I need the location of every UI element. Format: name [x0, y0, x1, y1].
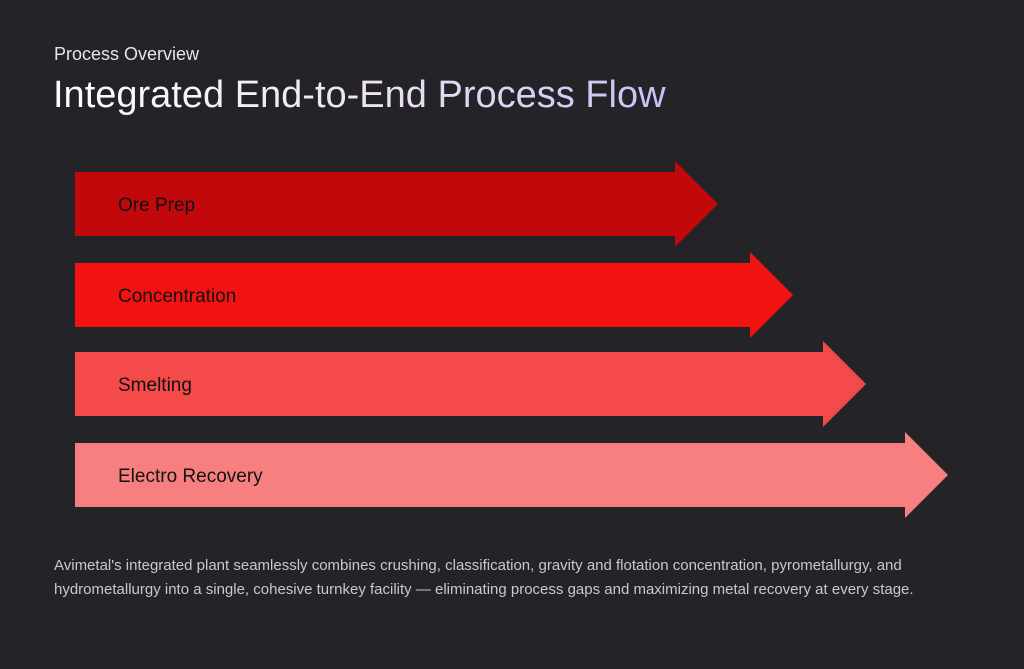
step-label: Electro Recovery: [118, 466, 263, 487]
step-label: Smelting: [118, 375, 192, 396]
process-step-smelting: Smelting: [75, 341, 866, 427]
process-step-concentration: Concentration: [75, 252, 793, 338]
arrow-shape: [75, 252, 793, 338]
page-title: Integrated End-to-End Process Flow: [53, 74, 666, 116]
arrow-shape: [75, 341, 866, 427]
step-label: Concentration: [118, 286, 236, 307]
step-label: Ore Prep: [118, 195, 195, 216]
eyebrow-label: Process Overview: [54, 44, 200, 64]
arrow-shape: [75, 432, 948, 518]
process-step-ore-prep: Ore Prep: [75, 161, 718, 247]
process-step-electro-recovery: Electro Recovery: [75, 432, 948, 518]
arrow-shape: [75, 161, 718, 247]
description: Avimetal's integrated plant seamlessly c…: [54, 557, 914, 598]
